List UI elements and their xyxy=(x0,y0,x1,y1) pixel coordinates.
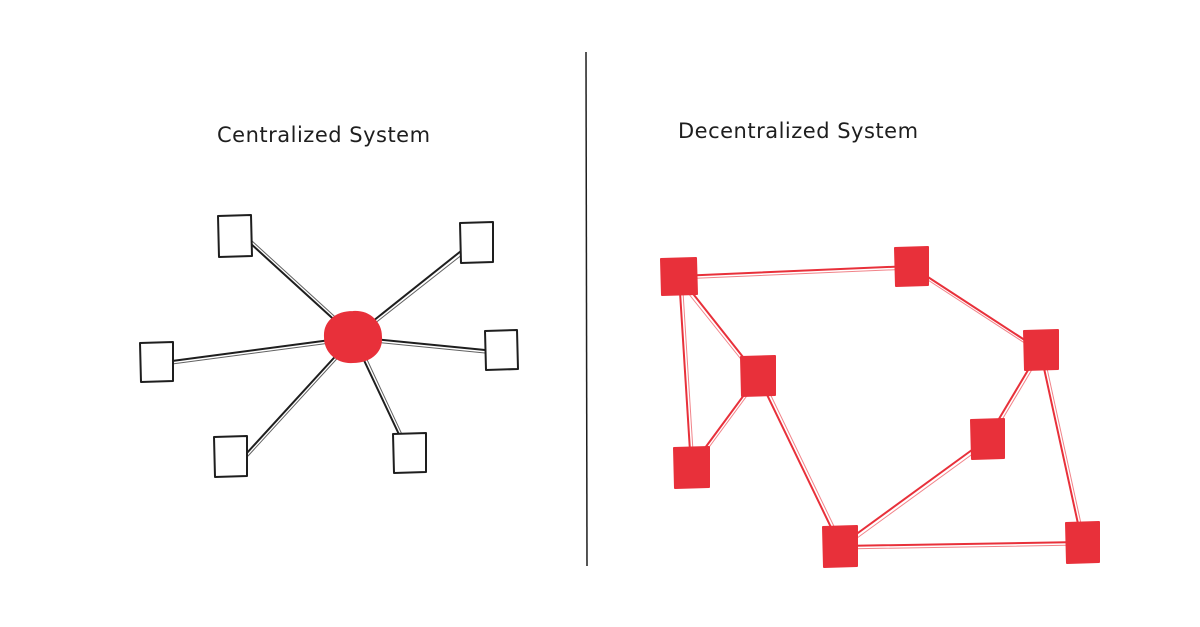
peer-node-8 xyxy=(1065,521,1100,564)
edge-b-e-sketch xyxy=(910,268,1041,354)
peer-node-7 xyxy=(822,525,858,568)
edge-e-h-sketch xyxy=(1042,349,1086,543)
edge-b-e xyxy=(910,265,1041,351)
edge-a-d xyxy=(678,275,692,468)
peer-node-5 xyxy=(673,446,710,489)
peer-node-1 xyxy=(660,257,698,296)
edge-f-g xyxy=(839,438,988,547)
edge-g-h-sketch xyxy=(839,544,1083,550)
peer-node-2 xyxy=(894,246,929,287)
decentralized-edges xyxy=(675,265,1086,550)
node-right xyxy=(484,329,519,371)
central-hub-node xyxy=(323,310,383,364)
spoke-left-sketch xyxy=(171,339,354,365)
peer-node-6 xyxy=(970,418,1005,460)
node-left xyxy=(139,341,174,383)
edge-c-g-sketch xyxy=(760,374,844,546)
decentralized-panel: Decentralized System xyxy=(660,119,1100,568)
decentralized-title: Decentralized System xyxy=(678,119,919,143)
node-bottom-left xyxy=(213,435,248,478)
edge-c-g xyxy=(757,375,841,547)
spoke-left xyxy=(171,336,354,362)
centralized-panel: Centralized System xyxy=(139,123,519,478)
peer-node-4 xyxy=(1023,329,1059,371)
edge-a-b xyxy=(678,265,912,277)
node-top-right xyxy=(459,221,494,264)
centralized-title: Centralized System xyxy=(217,123,431,147)
edge-f-g-sketch xyxy=(841,441,990,550)
edge-e-h xyxy=(1039,349,1083,543)
decentralized-nodes xyxy=(660,246,1100,568)
edge-a-d-sketch xyxy=(681,275,695,468)
node-top-left xyxy=(217,214,253,258)
peer-node-3 xyxy=(740,355,776,397)
edge-a-b-sketch xyxy=(678,268,912,280)
centralized-nodes xyxy=(139,214,519,478)
node-bottom-right xyxy=(392,432,427,474)
edge-g-h xyxy=(839,541,1083,547)
panel-divider xyxy=(585,51,588,567)
